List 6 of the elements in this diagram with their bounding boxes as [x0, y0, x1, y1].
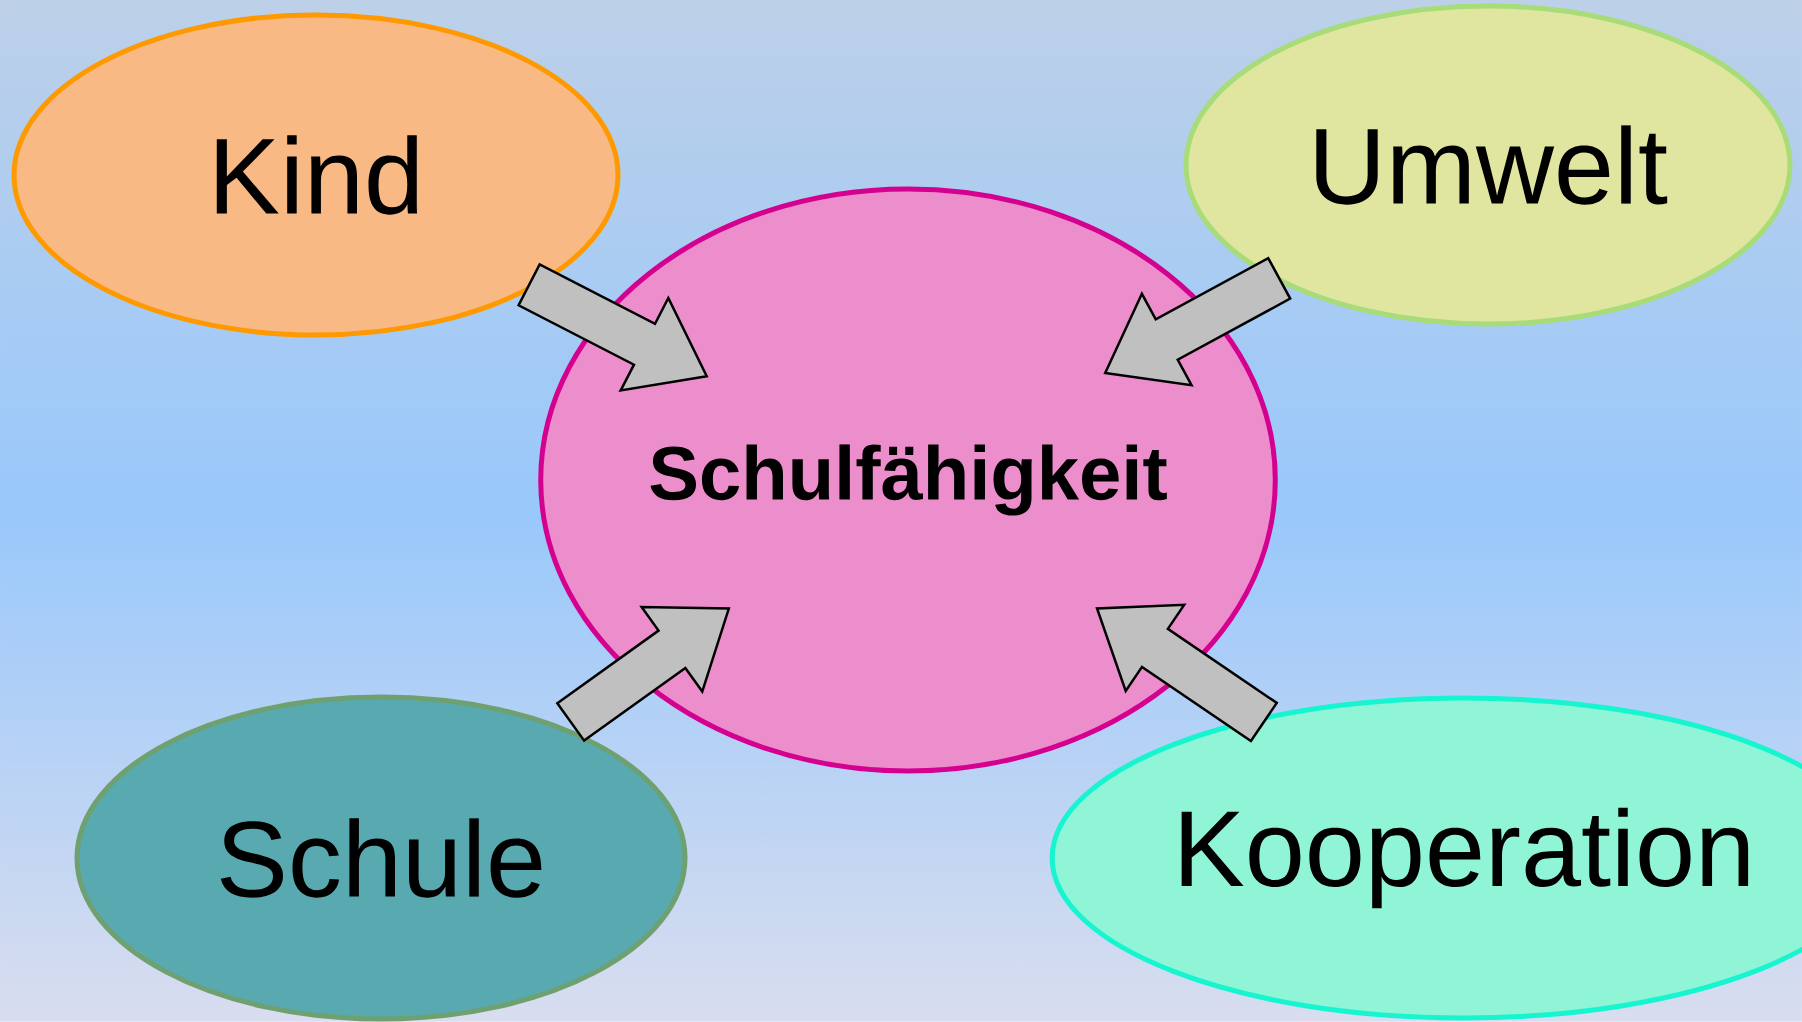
ellipse-node: Umwelt — [1183, 3, 1793, 327]
block-arrow — [1103, 256, 1292, 387]
block-arrow — [1095, 603, 1279, 743]
ellipse-node: Schule — [74, 694, 688, 1022]
ellipse-node: Kind — [11, 12, 621, 338]
ellipse-node: Kooperation — [1049, 695, 1802, 1021]
